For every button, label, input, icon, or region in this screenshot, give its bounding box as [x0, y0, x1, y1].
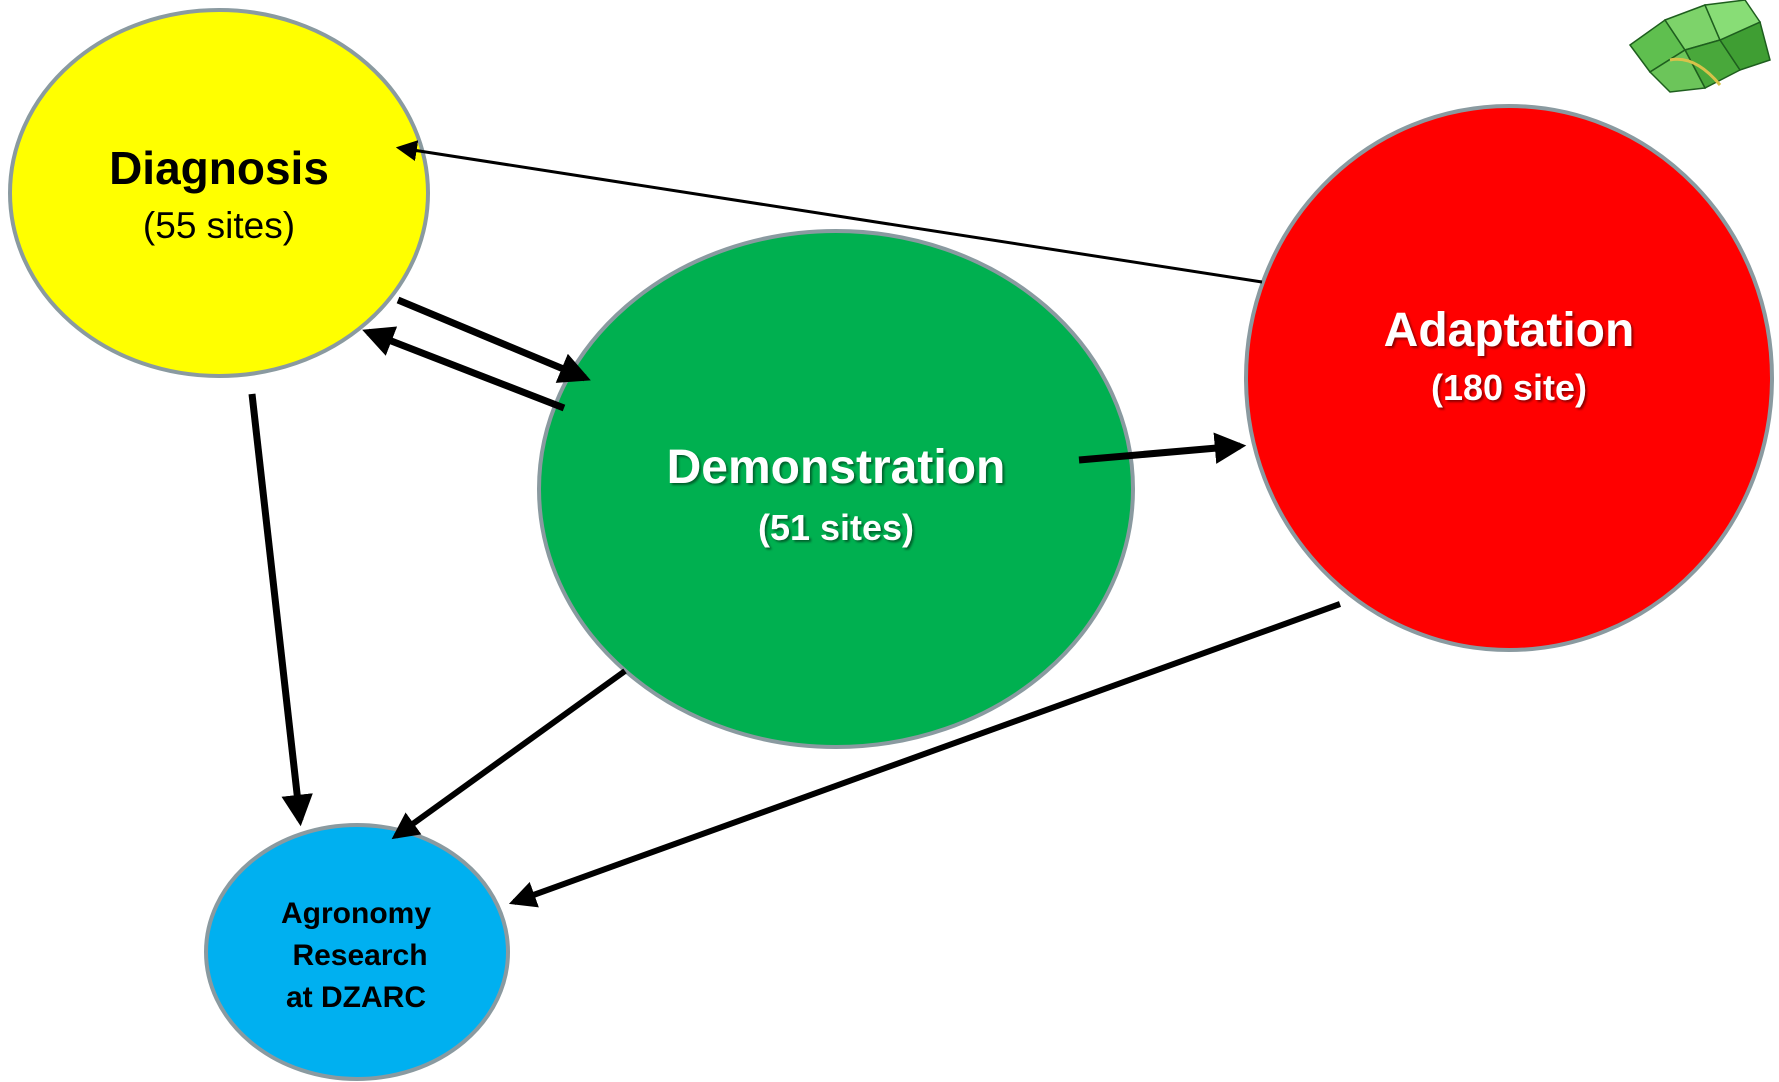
- agronomy-line-3: at DZARC: [286, 981, 426, 1014]
- demonstration-title: Demonstration: [666, 441, 1006, 494]
- diagnosis-node: [8, 8, 430, 378]
- arrow-adaptation-to-agronomy: [508, 601, 1342, 908]
- arrow-diagnosis-to-agronomy: [248, 393, 313, 827]
- leaf-logo-icon: [1628, 0, 1771, 93]
- demonstration-node: [537, 229, 1135, 749]
- arrow-demonstration-to-agronomy: [391, 668, 627, 840]
- demonstration-subtitle: (51 sites): [757, 507, 915, 548]
- agronomy-line-1: Agronomy: [281, 897, 431, 930]
- adaptation-node: [1244, 104, 1774, 652]
- arrow-adaptation-to-diagnosis: [395, 140, 1263, 284]
- arrow-demonstration-to-adaptation: [1078, 432, 1247, 464]
- agronomy-node: [204, 823, 510, 1081]
- agronomy-line-2: Research: [292, 939, 428, 972]
- arrow-demonstration-to-diagnosis: [362, 326, 566, 412]
- adaptation-title: Adaptation: [1383, 304, 1635, 357]
- arrow-diagnosis-to-demonstration: [396, 296, 591, 383]
- adaptation-subtitle: (180 site): [1430, 367, 1588, 408]
- diagnosis-title: Diagnosis: [109, 142, 329, 194]
- diagnosis-subtitle: (55 sites): [142, 205, 296, 246]
